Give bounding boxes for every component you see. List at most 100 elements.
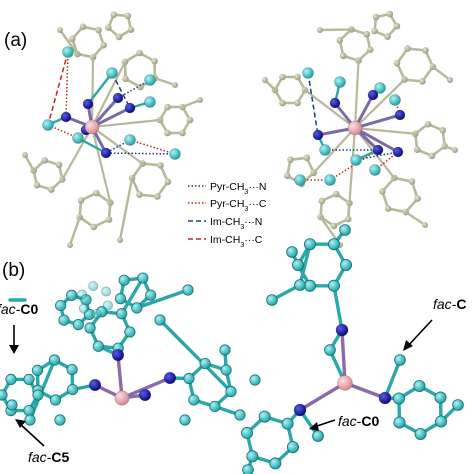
- carbon-atom: [225, 385, 237, 398]
- faded-atom: [344, 215, 352, 223]
- faded-atom: [384, 33, 391, 41]
- annotation-fac-c-right: fac-C: [403, 296, 466, 351]
- carbon-atom: [435, 415, 448, 428]
- nitrogen-atom: [367, 89, 379, 101]
- carbon-atom: [234, 409, 246, 421]
- faded-atom: [339, 52, 347, 60]
- arrow-icon: [15, 419, 26, 428]
- bond: [383, 358, 402, 400]
- faded-atom: [55, 161, 63, 169]
- bond: [181, 98, 202, 109]
- faded-atom: [384, 205, 392, 212]
- faded-atom: [136, 49, 143, 57]
- carbon-atom: [339, 224, 351, 236]
- bond: [353, 59, 360, 130]
- faded-atom: [67, 242, 73, 248]
- faded-atom: [105, 24, 112, 32]
- carbon-atom: [131, 302, 143, 314]
- faded-atom: [90, 223, 98, 231]
- carbon-atom: [219, 344, 231, 356]
- faded-atom: [424, 120, 432, 128]
- carbon-atom: [66, 383, 79, 396]
- carbon-atom: [102, 300, 113, 311]
- bond: [353, 113, 402, 130]
- carbon-atom: [23, 373, 35, 386]
- faded-atom: [124, 12, 132, 20]
- faded-atom: [386, 10, 394, 18]
- nitrogen-atom: [312, 129, 324, 141]
- bond: [90, 118, 162, 129]
- methyl-atom: [124, 134, 136, 146]
- legend-label: Im-CH3···C: [210, 234, 263, 249]
- contact-line: [111, 72, 131, 109]
- bond: [353, 126, 400, 154]
- carbon-atom: [394, 354, 406, 366]
- nitrogen-atom: [163, 371, 177, 385]
- faded-atom: [100, 41, 107, 49]
- nitrogen-atom: [112, 92, 124, 104]
- faded-atom: [413, 146, 421, 153]
- faded-atom: [154, 193, 161, 200]
- carbon-atom: [137, 272, 149, 284]
- carbon-atom: [23, 404, 35, 417]
- carbon-atom: [91, 308, 102, 319]
- faded-atom: [372, 13, 380, 21]
- faded-atom: [122, 75, 129, 83]
- annotation-fac-c0-left: fac-C0: [0, 301, 38, 354]
- carbon-atom: [392, 392, 405, 405]
- faded-atom: [105, 216, 113, 223]
- carbon-atom: [124, 326, 136, 338]
- carbon-atom: [294, 279, 306, 291]
- methyl-atom: [106, 67, 118, 79]
- carbon-atom: [414, 427, 427, 440]
- bond: [118, 177, 134, 242]
- carbon-atom: [118, 274, 130, 286]
- nitrogen-atom: [378, 391, 392, 405]
- carbon-atom: [249, 374, 261, 386]
- annotation-fac-c0-bottom: fac-C0: [309, 413, 379, 431]
- carbon-atom: [188, 394, 200, 406]
- faded-atom: [137, 83, 144, 91]
- metal-atom: [347, 120, 363, 136]
- carbon-atom: [116, 308, 128, 320]
- nitrogen-atom: [329, 97, 341, 109]
- bond: [332, 284, 344, 332]
- carbon-atom: [179, 414, 191, 426]
- faded-backbone-layer: [22, 10, 458, 248]
- bond: [61, 125, 94, 181]
- nitrogen-atom: [100, 147, 112, 159]
- legend-label: Im-CH3···N: [210, 216, 262, 231]
- faded-atom: [41, 157, 48, 164]
- carbon-atom: [339, 258, 352, 271]
- methyl-atom: [350, 154, 362, 166]
- faded-atom: [151, 57, 158, 65]
- contact-line: [105, 152, 176, 155]
- faded-atom: [414, 195, 421, 202]
- faded-atom: [379, 188, 386, 195]
- nitrogen-atom: [82, 98, 94, 110]
- methyl-atom: [72, 132, 84, 144]
- methyl-atom: [294, 174, 306, 186]
- carbon-atom: [220, 364, 232, 376]
- bond: [153, 76, 177, 87]
- carbon-atom: [281, 417, 294, 430]
- methyl-atom: [374, 82, 386, 94]
- bond: [298, 242, 312, 287]
- faded-atom: [136, 191, 143, 198]
- metal-atom: [84, 119, 100, 135]
- bond: [298, 381, 347, 412]
- faded-atom: [318, 197, 326, 205]
- bond: [86, 71, 114, 106]
- carbon-atom: [269, 457, 282, 470]
- faded-atom: [336, 36, 344, 44]
- faded-atom: [164, 103, 171, 111]
- faded-atom: [115, 33, 123, 41]
- methyl-atom: [144, 74, 156, 86]
- carbon-atom: [452, 399, 464, 411]
- carbon-atom: [327, 279, 340, 292]
- carbon-atom: [84, 322, 96, 334]
- bond: [404, 210, 427, 227]
- panel-label-a: (a): [4, 30, 27, 51]
- faded-atom: [404, 45, 411, 52]
- methyl-atom: [62, 46, 74, 58]
